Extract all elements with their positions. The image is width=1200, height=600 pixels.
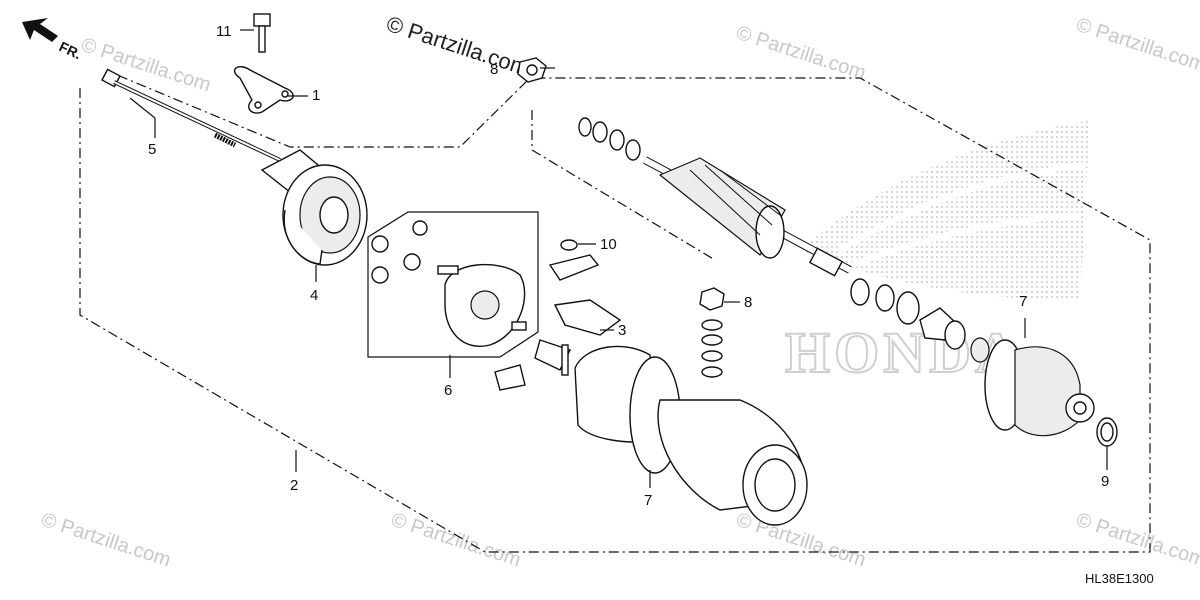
callout-7-rear: 7 (1019, 293, 1027, 310)
brush-holder-6 (371, 220, 527, 347)
o-ring-9 (1096, 417, 1118, 447)
callout-11: 11 (216, 23, 232, 40)
washer-10 (560, 239, 578, 251)
watermark-bottom-right-2: © Partzilla.com (1073, 509, 1200, 572)
callout-8-top: 8 (490, 61, 498, 78)
rear-washers-bearing (850, 278, 990, 363)
front-cover-4 (260, 149, 368, 266)
watermark-bottom-right-1: © Partzilla.com (733, 509, 868, 572)
yoke-housing (574, 345, 808, 526)
callout-1: 1 (312, 87, 320, 104)
nut-8-stack (699, 287, 725, 378)
watermark-top-right-1: © Partzilla.com (733, 22, 868, 85)
callout-8-stack: 8 (744, 294, 752, 311)
inner-boundary (531, 110, 716, 261)
callout-3: 3 (618, 322, 626, 339)
through-bolt-5 (101, 68, 281, 162)
armature (643, 156, 852, 277)
diagram-code: HL38E1300 (1085, 571, 1154, 586)
callout-4: 4 (310, 287, 318, 304)
callout-10: 10 (600, 236, 617, 253)
armature-washers (578, 117, 641, 161)
honda-wing-watermark (800, 120, 1090, 300)
watermark-top-right-2: © Partzilla.com (1073, 14, 1200, 77)
rear-cover (984, 339, 1095, 437)
callout-5: 5 (148, 141, 156, 158)
bracket-1 (234, 66, 294, 114)
callout-2: 2 (290, 477, 298, 494)
callout-7-yoke: 7 (644, 492, 652, 509)
leader-lines (129, 29, 1108, 488)
watermark-top-left: © Partzilla.com (78, 34, 213, 97)
watermark-main: © Partzilla.com (383, 11, 532, 81)
front-marker: FR. (57, 38, 84, 62)
assembly-boundary (79, 71, 1151, 553)
callout-9: 9 (1101, 473, 1109, 490)
terminal-plate-3 (494, 254, 622, 391)
watermark-bottom-mid: © Partzilla.com (388, 509, 523, 572)
front-arrow-icon (22, 18, 58, 42)
callout-6: 6 (444, 382, 452, 399)
watermark-bottom-left: © Partzilla.com (38, 509, 173, 572)
nut-8-top (517, 57, 547, 83)
bolt-11 (253, 13, 271, 53)
brush-holder-group-box (367, 211, 539, 358)
